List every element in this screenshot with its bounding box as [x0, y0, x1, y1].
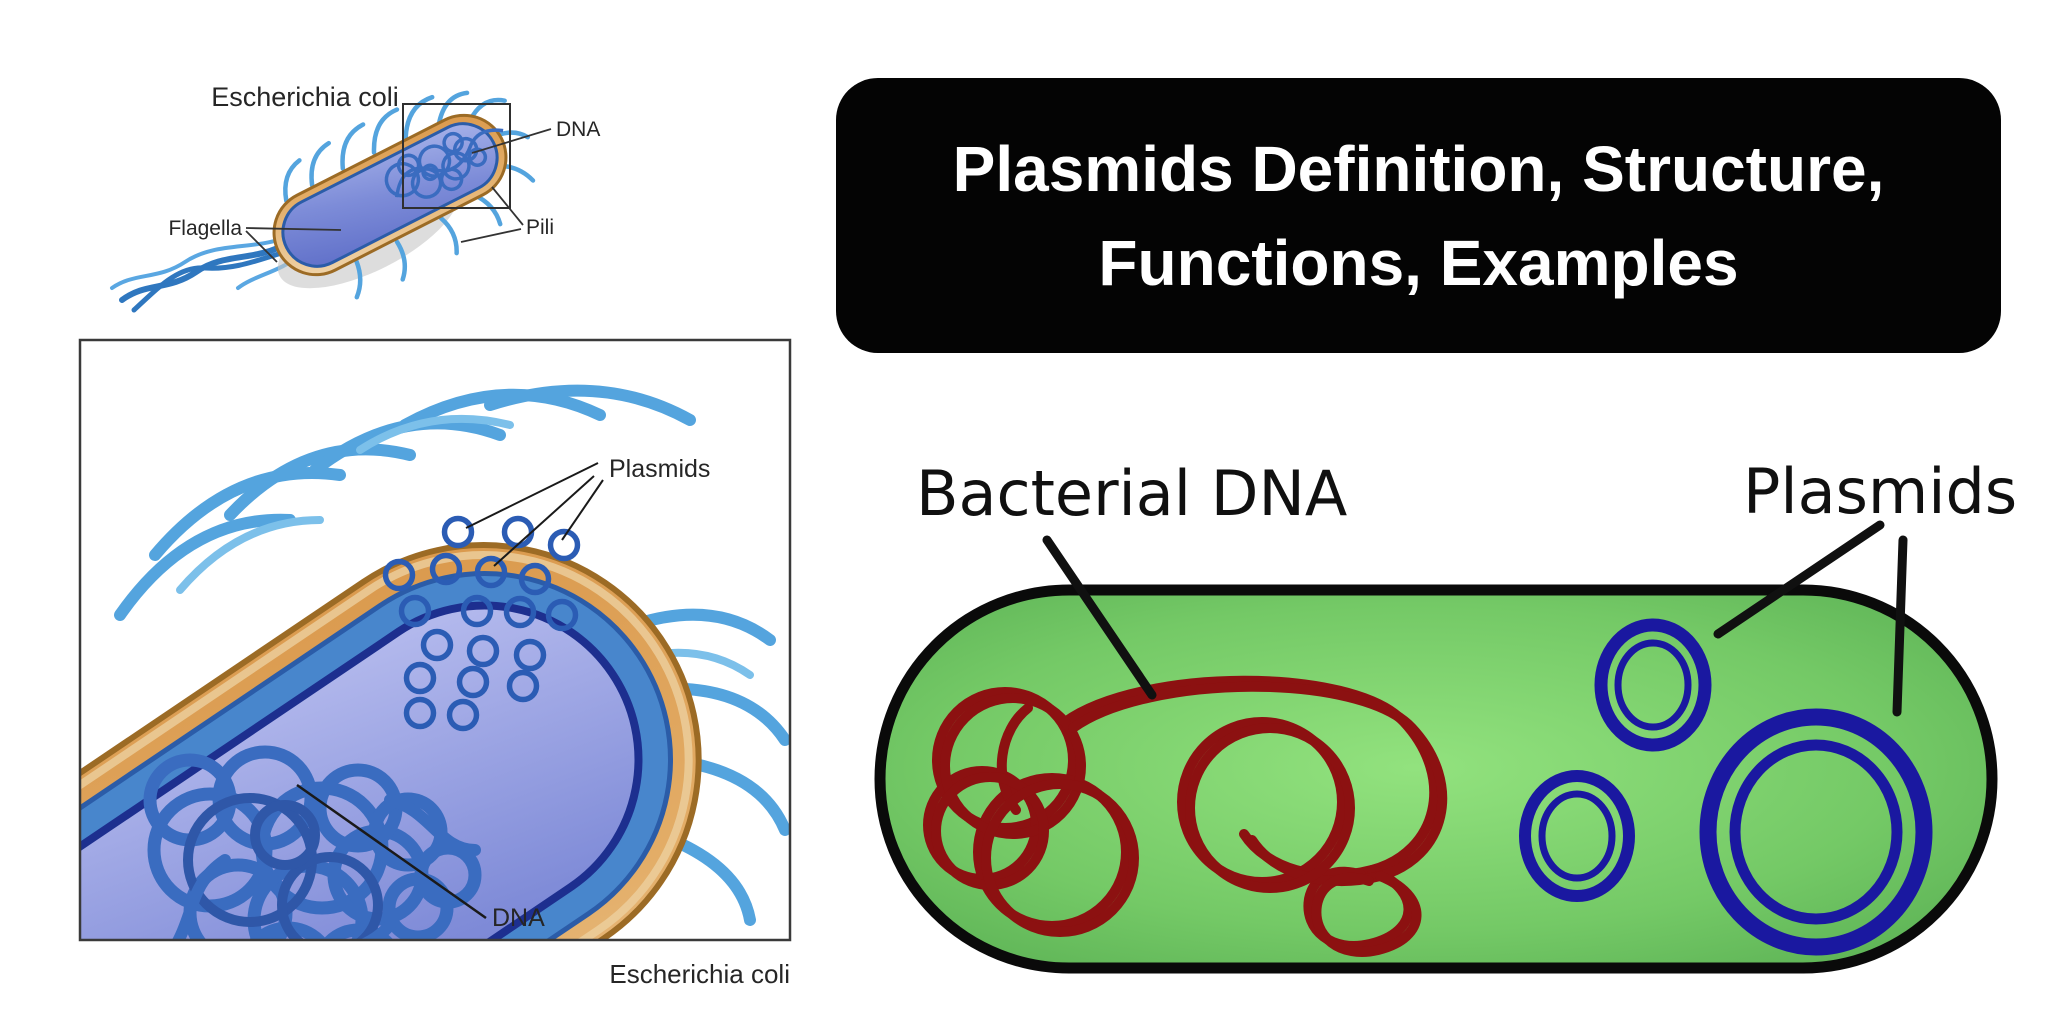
magnified-plasmids-label: Plasmids: [609, 455, 710, 483]
dna-label: DNA: [556, 118, 600, 141]
green-diagram-leader-lines: [1042, 520, 1908, 717]
dna-leader-line: [471, 128, 552, 154]
flagella-leader-line-2: [245, 230, 278, 263]
zoom-indicator-box: [402, 103, 511, 209]
flagella-strands: [110, 236, 302, 313]
title-line-2: Functions, Examples: [1098, 226, 1739, 299]
pili-label: Pili: [526, 216, 554, 239]
flagella-label: Flagella: [168, 217, 242, 240]
small-ecoli-diagram: Escherichia coli: [110, 82, 600, 313]
bacterial-dna-label: Bacterial DNA: [916, 457, 1347, 530]
plasmid-ring-small-bottom: [1519, 770, 1635, 902]
magnified-dna-leader-line: [296, 783, 487, 920]
magnified-drawing: [80, 340, 790, 940]
magnified-frame: [78, 338, 792, 942]
green-bacterium-diagram: Bacterial DNA Plasmids: [874, 455, 2017, 974]
cytoplasm-layer: [80, 601, 643, 940]
small-diagram-title: Escherichia coli: [211, 82, 399, 112]
magnified-dna-tangle: [143, 745, 482, 940]
magnified-caption: Escherichia coli: [609, 959, 790, 989]
bacterial-dna-tangle: [923, 675, 1448, 957]
wall-edge: [80, 571, 673, 940]
plasmids-leader-lines: [296, 462, 604, 920]
dna-tangle: [384, 128, 504, 199]
title-card: Plasmids Definition, Structure, Function…: [836, 78, 2001, 353]
plasmid-ring-small-top: [1594, 618, 1712, 752]
green-plasmids-label: Plasmids: [1743, 455, 2017, 528]
bacterial-dna-leader-line: [1042, 535, 1157, 700]
magnified-dna-label: DNA: [492, 904, 545, 932]
plasmids-leader-line-1: [1713, 520, 1885, 639]
coat-highlight: [80, 551, 693, 940]
flagella-leader-line-1: [245, 227, 342, 231]
magnified-plasmid-dots: [382, 515, 581, 732]
magnified-ecoli-diagram: Plasmids DNA Escherichia coli: [78, 338, 792, 989]
plasmids-leader-line-2: [1892, 535, 1908, 717]
pili-leader-line-1: [491, 186, 524, 226]
plasmid-ring-large: [1699, 708, 1933, 956]
title-line-1: Plasmids Definition, Structure,: [952, 132, 1885, 205]
pili-leader-line-2: [460, 228, 522, 243]
plasmid-rings: [1519, 618, 1933, 956]
leader-lines-small: [245, 128, 552, 263]
ecoli-body: [272, 90, 536, 300]
